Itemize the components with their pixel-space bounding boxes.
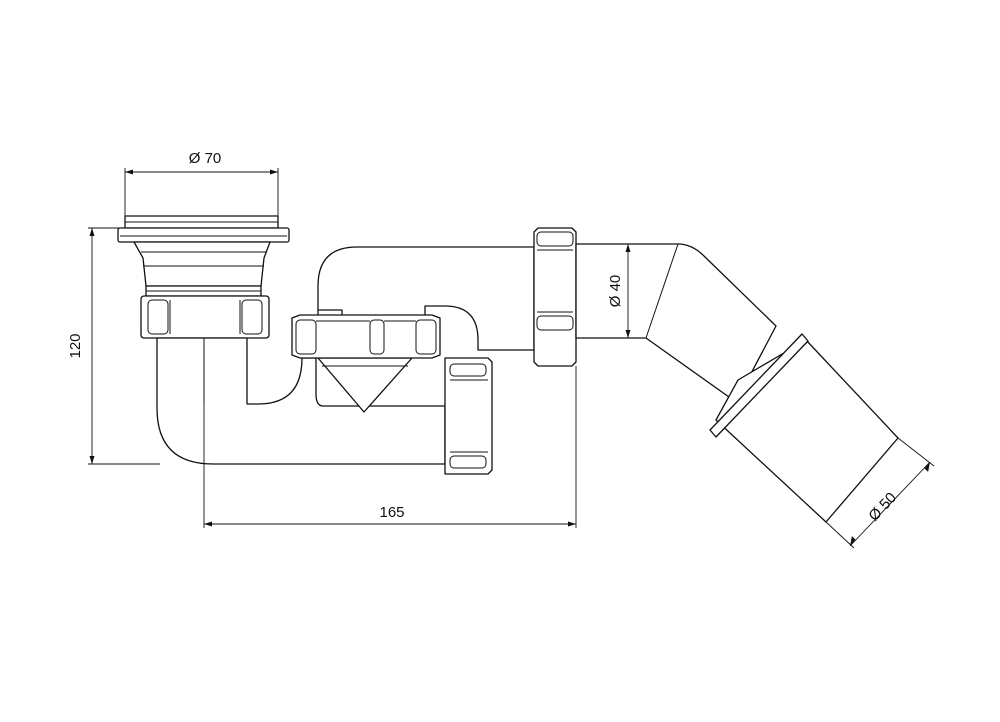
- dimension-height: 120: [67, 227, 160, 465]
- upper-nut: [140, 295, 270, 339]
- label-length: 165: [379, 504, 404, 521]
- outlet-nut: [533, 227, 577, 367]
- label-adapter-diameter: Ø 50: [865, 489, 900, 524]
- dimension-length: 165: [203, 366, 577, 528]
- outlet-bend: [575, 243, 777, 403]
- strainer-assembly: [117, 215, 290, 297]
- trap-assembly: [291, 314, 441, 413]
- label-height: 120: [67, 333, 84, 358]
- upper-u-pipe: [317, 246, 535, 351]
- side-nut: [444, 357, 493, 475]
- label-outlet-diameter: Ø 40: [607, 275, 624, 308]
- strainer-body: [133, 241, 271, 287]
- dimension-outlet-diameter: Ø 40: [576, 243, 632, 339]
- drop-pipe: [156, 337, 446, 465]
- outlet-adapter: [709, 333, 899, 523]
- strainer-flange: [117, 227, 290, 243]
- centre-nut: [291, 314, 441, 359]
- adapter-collar: [709, 333, 809, 438]
- label-strainer-diameter: Ø 70: [189, 150, 222, 167]
- dimension-strainer-diameter: Ø 70: [124, 150, 279, 216]
